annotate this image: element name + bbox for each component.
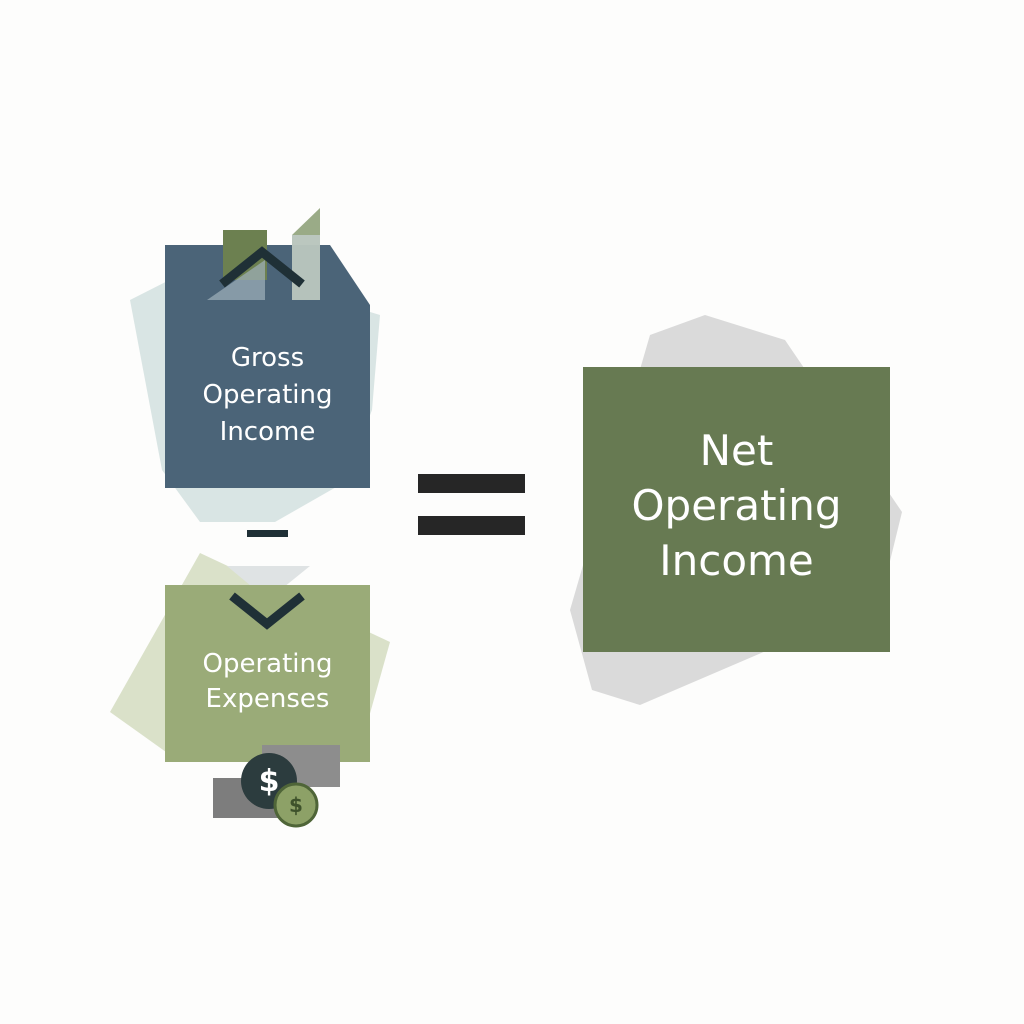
label-line: Operating [202, 649, 333, 679]
dollar-coin-green-icon [273, 782, 319, 828]
chevron-down-icon [229, 592, 305, 630]
minus-sign [247, 530, 288, 537]
label-line: Income [659, 535, 814, 585]
expenses-box [165, 585, 370, 762]
dollar-sign-large: $ [258, 763, 280, 799]
label-line: Income [219, 416, 316, 447]
label-line: Operating [631, 480, 842, 530]
label-line: Net [699, 425, 774, 475]
label-line: Gross [230, 342, 305, 373]
light-bar-decor [292, 235, 320, 300]
light-funnel-decor [227, 566, 310, 600]
label-line: Expenses [205, 684, 330, 714]
net-income-box [583, 367, 890, 652]
dollar-sign-small: $ [289, 793, 303, 817]
light-triangle-decor [207, 260, 265, 300]
label-line: Operating [202, 379, 333, 410]
chevron-up-icon [219, 246, 305, 288]
operating-expenses-label: Operating Expenses [165, 645, 370, 719]
equals-bar-bottom [418, 516, 525, 535]
gross-operating-income-label: Gross Operating Income [165, 335, 370, 455]
net-operating-income-label: Net Operating Income [583, 420, 890, 590]
gross-income-box [165, 245, 370, 488]
equals-bar-top [418, 474, 525, 493]
